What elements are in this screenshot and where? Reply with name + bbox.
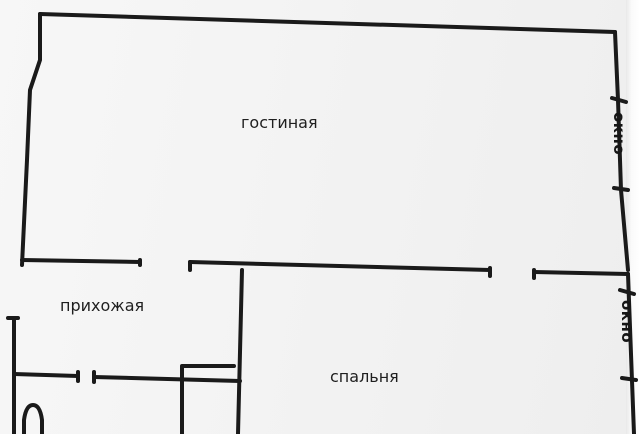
hallway-bedroom-wall (236, 268, 244, 434)
window-lower-label: окно (618, 300, 636, 343)
living-room-right-wall (613, 30, 630, 272)
living-room-label: гостиная (241, 113, 318, 132)
living-room-top-wall (38, 12, 617, 34)
interior-wall-left-segment (20, 258, 142, 264)
living-room-left-wall (20, 12, 42, 267)
bedroom-right-wall (626, 272, 636, 434)
fixture-outline (22, 403, 44, 434)
window-upper-mark-top (610, 96, 628, 104)
closet-outline (180, 364, 236, 434)
hallway-lower-wall-left (12, 372, 80, 378)
hallway-label: прихожая (60, 296, 145, 315)
window-upper-mark-bottom (612, 186, 630, 192)
hallway-lower-wall-right (92, 375, 242, 383)
interior-wall-middle-segment (188, 260, 492, 272)
bedroom-label: спальня (330, 367, 399, 386)
interior-wall-right-segment (532, 270, 630, 276)
window-upper-label: окно (610, 112, 628, 155)
